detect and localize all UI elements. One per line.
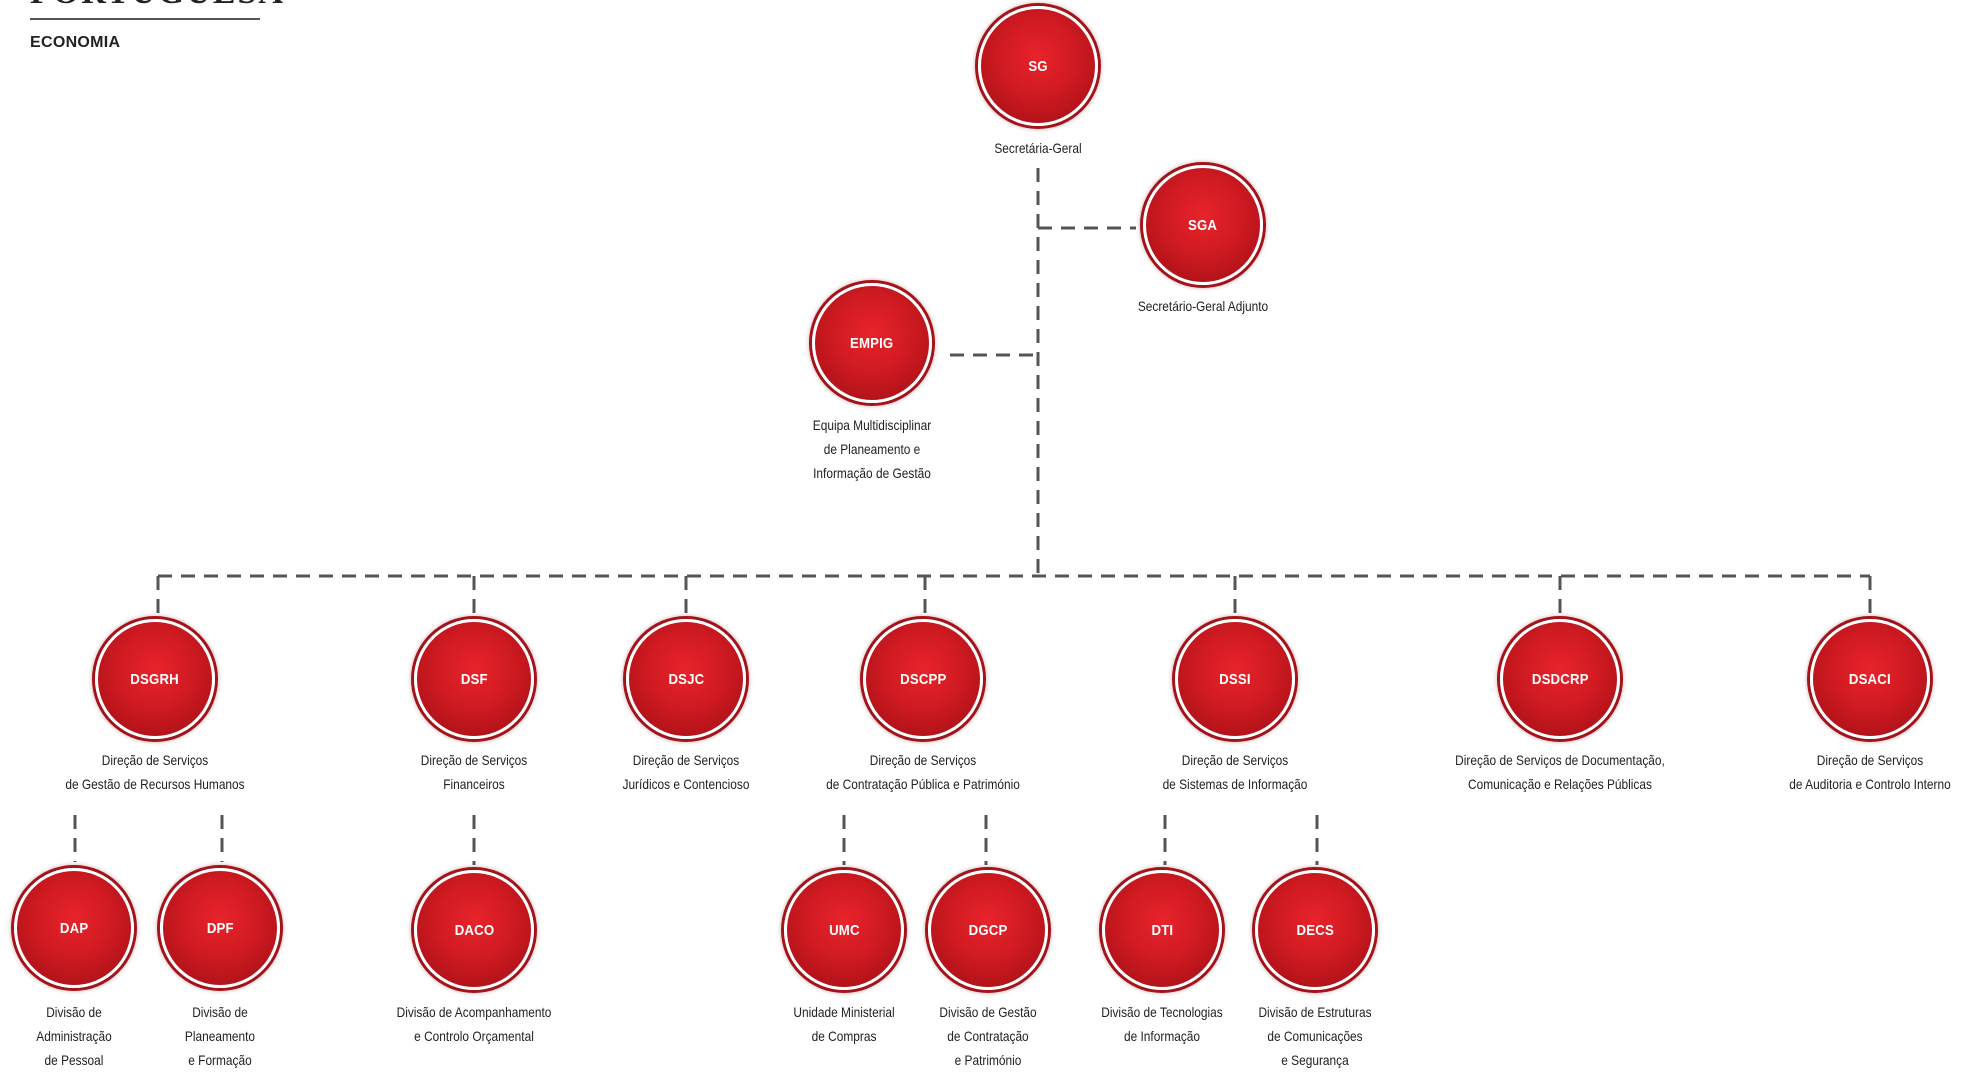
- unit-node-decs[interactable]: DECS: [1255, 870, 1375, 990]
- unit-abbr: DSSI: [1219, 670, 1251, 688]
- unit-caption-dsgrh: Direção de Serviços de Gestão de Recurso…: [65, 752, 245, 792]
- unit-caption-umc: Unidade Ministerial de Compras: [793, 1004, 895, 1044]
- ministry-label: ECONOMIA: [30, 34, 121, 51]
- unit-caption-dsaci: Direção de Serviços de Auditoria e Contr…: [1789, 752, 1951, 792]
- unit-abbr: SG: [1028, 57, 1048, 75]
- unit-abbr: DECS: [1296, 921, 1334, 939]
- unit-node-sga[interactable]: SGA: [1143, 165, 1263, 285]
- unit-node-umc[interactable]: UMC: [784, 870, 904, 990]
- unit-node-dssi[interactable]: DSSI: [1175, 619, 1295, 739]
- unit-node-dpf[interactable]: DPF: [160, 868, 280, 988]
- unit-caption-dap: Divisão de Administração de Pessoal: [36, 1004, 112, 1068]
- unit-abbr: DSF: [460, 670, 488, 688]
- unit-abbr: EMPIG: [850, 334, 894, 352]
- unit-caption-dsdcrp: Direção de Serviços de Documentação, Com…: [1455, 752, 1665, 792]
- unit-caption-sga: Secretário-Geral Adjunto: [1137, 298, 1269, 314]
- unit-caption-dsf: Direção de Serviços Financeiros: [420, 752, 528, 792]
- unit-abbr: DSCPP: [899, 670, 947, 688]
- unit-caption-dti: Divisão de Tecnologias de Informação: [1101, 1004, 1223, 1044]
- unit-node-sg[interactable]: SG: [978, 6, 1098, 126]
- unit-node-dsf[interactable]: DSF: [414, 619, 534, 739]
- unit-abbr: DACO: [454, 921, 494, 939]
- unit-abbr: DSDCRP: [1531, 670, 1589, 688]
- unit-caption-decs: Divisão de Estruturas de Comunicações e …: [1258, 1004, 1372, 1068]
- unit-caption-dgcp: Divisão de Gestão de Contratação e Patri…: [939, 1004, 1037, 1068]
- unit-abbr: DSGRH: [130, 670, 180, 688]
- unit-node-dgcp[interactable]: DGCP: [928, 870, 1048, 990]
- unit-node-dsgrh[interactable]: DSGRH: [95, 619, 215, 739]
- unit-node-dsjc[interactable]: DSJC: [626, 619, 746, 739]
- unit-abbr: UMC: [828, 921, 860, 939]
- brand-header: PORTUGUESA ECONOMIA: [30, 0, 285, 52]
- unit-caption-dscpp: Direção de Serviços de Contratação Públi…: [826, 752, 1020, 792]
- unit-abbr: DSJC: [668, 670, 704, 688]
- unit-abbr: DSACI: [1849, 670, 1891, 688]
- unit-abbr: SGA: [1188, 216, 1218, 234]
- unit-abbr: DGCP: [968, 921, 1008, 939]
- unit-node-dscpp[interactable]: DSCPP: [863, 619, 983, 739]
- brand-divider: [30, 18, 260, 20]
- unit-abbr: DTI: [1151, 921, 1173, 939]
- unit-node-dsdcrp[interactable]: DSDCRP: [1500, 619, 1620, 739]
- unit-caption-dssi: Direção de Serviços de Sistemas de Infor…: [1162, 752, 1308, 792]
- brand-name: PORTUGUESA: [30, 0, 285, 14]
- unit-caption-empig: Equipa Multidisciplinar de Planeamento e…: [812, 417, 932, 481]
- unit-caption-sg: Secretária-Geral: [994, 140, 1082, 156]
- unit-node-dsaci[interactable]: DSACI: [1810, 619, 1930, 739]
- unit-caption-dsjc: Direção de Serviços Jurídicos e Contenci…: [622, 752, 750, 792]
- unit-node-dti[interactable]: DTI: [1102, 870, 1222, 990]
- unit-node-dap[interactable]: DAP: [14, 868, 134, 988]
- unit-node-empig[interactable]: EMPIG: [812, 283, 932, 403]
- unit-caption-dpf: Divisão de Planeamento e Formação: [184, 1004, 256, 1068]
- unit-caption-daco: Divisão de Acompanhamento e Controlo Orç…: [396, 1004, 552, 1044]
- unit-abbr: DPF: [206, 919, 234, 937]
- unit-abbr: DAP: [59, 919, 89, 937]
- unit-node-daco[interactable]: DACO: [414, 870, 534, 990]
